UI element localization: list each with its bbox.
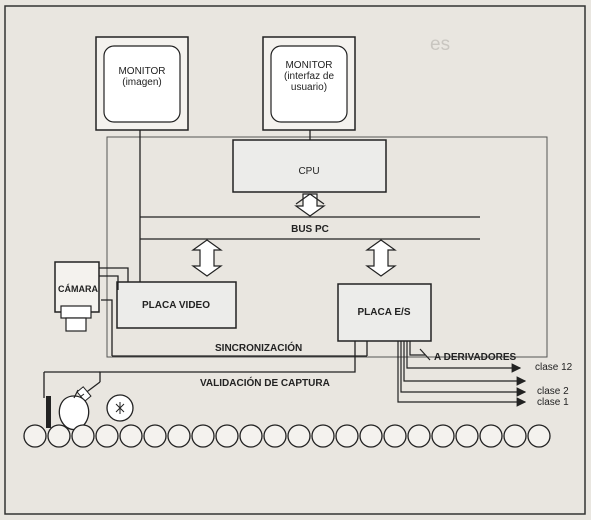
class-1-label: clase 1	[537, 397, 569, 408]
io-output-lines	[397, 341, 527, 407]
conveyor-roller	[143, 424, 167, 448]
conveyor-roller	[407, 424, 431, 448]
capture-validation-label: VALIDACIÓN DE CAPTURA	[200, 378, 330, 389]
conveyor-roller	[359, 424, 383, 448]
conveyor-roller	[95, 424, 119, 448]
guide-post	[46, 396, 51, 428]
conveyor-roller	[239, 424, 263, 448]
conveyor-rollers	[23, 424, 551, 448]
video-board-label: PLACA VIDEO	[142, 300, 210, 311]
monitor-image-box	[95, 36, 189, 131]
conveyor-roller	[167, 424, 191, 448]
conveyor-roller	[335, 424, 359, 448]
bus-label: BUS PC	[291, 224, 329, 235]
bus-io-arrow	[365, 239, 397, 277]
io-board-label: PLACA E/S	[357, 307, 411, 318]
conveyor-roller	[47, 424, 71, 448]
class-12-label: clase 12	[535, 362, 573, 373]
conveyor-roller	[527, 424, 551, 448]
apple-2	[106, 394, 134, 422]
conveyor-roller	[479, 424, 503, 448]
background-page-text: es	[430, 34, 451, 55]
io-board-box	[337, 283, 432, 342]
conveyor-roller	[263, 424, 287, 448]
conveyor-roller	[431, 424, 455, 448]
video-board-box	[116, 281, 237, 329]
camera-body	[54, 261, 100, 332]
conveyor-roller	[71, 424, 95, 448]
cpu-bus-arrow	[294, 193, 326, 217]
conveyor-roller	[455, 424, 479, 448]
conveyor-roller	[311, 424, 335, 448]
conveyor-roller	[119, 424, 143, 448]
derivers-label: A DERIVADORES	[434, 352, 517, 363]
class-2-label: clase 2	[537, 386, 569, 397]
sync-label: SINCRONIZACIÓN	[215, 343, 303, 354]
conveyor-roller	[23, 424, 47, 448]
conveyor-roller	[191, 424, 215, 448]
conveyor-roller	[287, 424, 311, 448]
capture-validation-line	[99, 341, 356, 382]
cpu-label: CPU	[298, 166, 320, 177]
camera-label: CÁMARA	[58, 284, 98, 294]
monitor-image-label: MONITOR (imagen)	[118, 66, 166, 88]
outer-frame	[4, 5, 586, 515]
conveyor-roller	[383, 424, 407, 448]
conveyor-roller	[503, 424, 527, 448]
bus-video-arrow	[191, 239, 223, 277]
monitor-ui-label: MONITOR (interfaz de usuario)	[283, 60, 335, 93]
pc-enclosure	[106, 136, 548, 358]
conveyor-roller	[215, 424, 239, 448]
monitor-ui-box	[262, 36, 356, 131]
